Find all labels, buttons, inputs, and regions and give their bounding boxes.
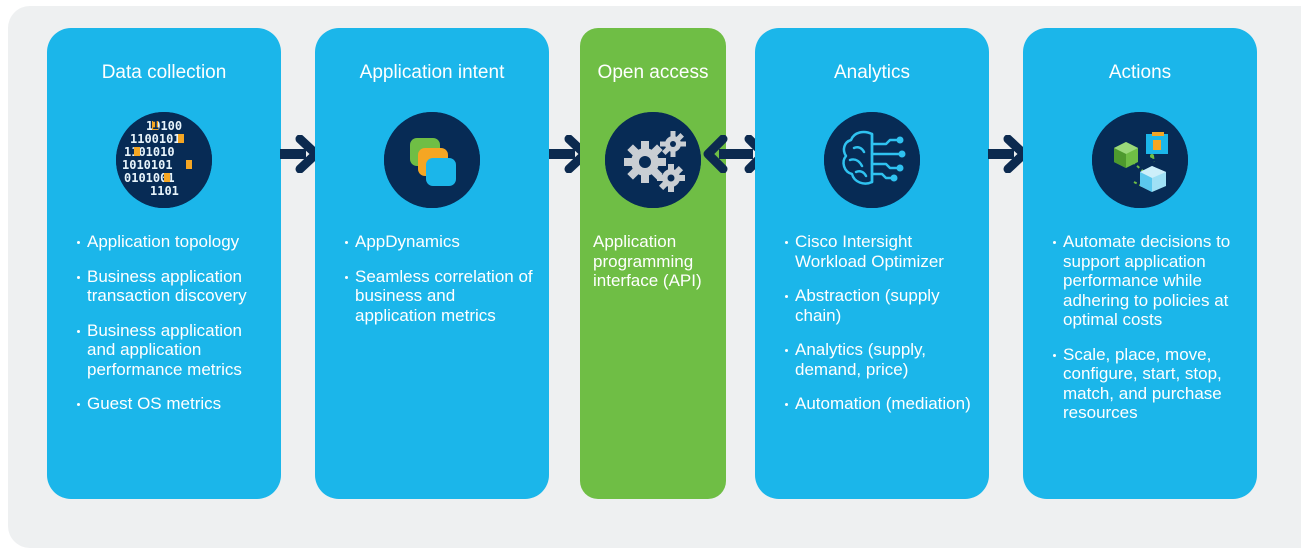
- stage-card-data-collection: Data collection 10100 1100101 1101010 10…: [47, 28, 281, 499]
- stage-card-open-access: Open access: [580, 28, 726, 499]
- bullet-item: Seamless correlation of business and app…: [345, 267, 535, 326]
- app-windows-graphic: [384, 112, 480, 208]
- bullet-item: Automate decisions to support applicatio…: [1053, 232, 1243, 330]
- stage-title: Analytics: [833, 62, 911, 83]
- bullet-item: Abstraction (supply chain): [785, 286, 975, 325]
- stage-title: Application intent: [359, 62, 505, 83]
- stage-title: Actions: [1108, 62, 1172, 83]
- stage-bullet-list: AppDynamics Seamless correlation of busi…: [345, 232, 535, 340]
- binary-data-icon: 10100 1100101 1101010 1010101 0101001 11…: [116, 112, 212, 208]
- cubes-network-graphic: [1092, 112, 1188, 208]
- bullet-item: Scale, place, move, configure, start, st…: [1053, 345, 1243, 423]
- stage-card-analytics: Analytics Cisco Intersigh: [755, 28, 989, 499]
- stage-bullet-list: Application topology Business applicatio…: [77, 232, 267, 429]
- brain-circuit-graphic: [824, 112, 920, 208]
- stage-bullet-list: Automate decisions to support applicatio…: [1053, 232, 1243, 438]
- bullet-item: Automation (mediation): [785, 394, 975, 414]
- stage-bullet-list: Cisco Intersight Workload Optimizer Abst…: [785, 232, 975, 429]
- bullet-item: Cisco Intersight Workload Optimizer: [785, 232, 975, 271]
- stage-description: Application programming interface (API): [593, 232, 702, 290]
- stage-title: Data collection: [101, 62, 227, 83]
- binary-line: 1100101: [130, 132, 181, 146]
- binary-line: 1101010: [124, 145, 175, 159]
- bullet-item: Analytics (supply, demand, price): [785, 340, 975, 379]
- bullet-item: Business application and application per…: [77, 321, 267, 380]
- app-windows-icon: [384, 112, 480, 208]
- cubes-network-icon: [1092, 112, 1188, 208]
- binary-line: 1101: [150, 184, 179, 198]
- binary-line: 0101001: [124, 171, 175, 185]
- svg-text:1: 1: [152, 118, 159, 132]
- gears-graphic: [605, 112, 701, 208]
- bullet-item: Application topology: [77, 232, 267, 252]
- bullet-item: Business application transaction discove…: [77, 267, 267, 306]
- bullet-item: AppDynamics: [345, 232, 535, 252]
- stage-title: Open access: [597, 62, 709, 83]
- stage-card-application-intent: Application intent AppDynamics Seamless …: [315, 28, 549, 499]
- binary-data-graphic: 10100 1100101 1101010 1010101 0101001 11…: [116, 112, 212, 208]
- brain-circuit-icon: [824, 112, 920, 208]
- binary-line: 1010101: [122, 158, 173, 172]
- gears-icon: [605, 112, 701, 208]
- stage-card-actions: Actions Automate decisions to support ap…: [1023, 28, 1257, 499]
- bullet-item: Guest OS metrics: [77, 394, 267, 414]
